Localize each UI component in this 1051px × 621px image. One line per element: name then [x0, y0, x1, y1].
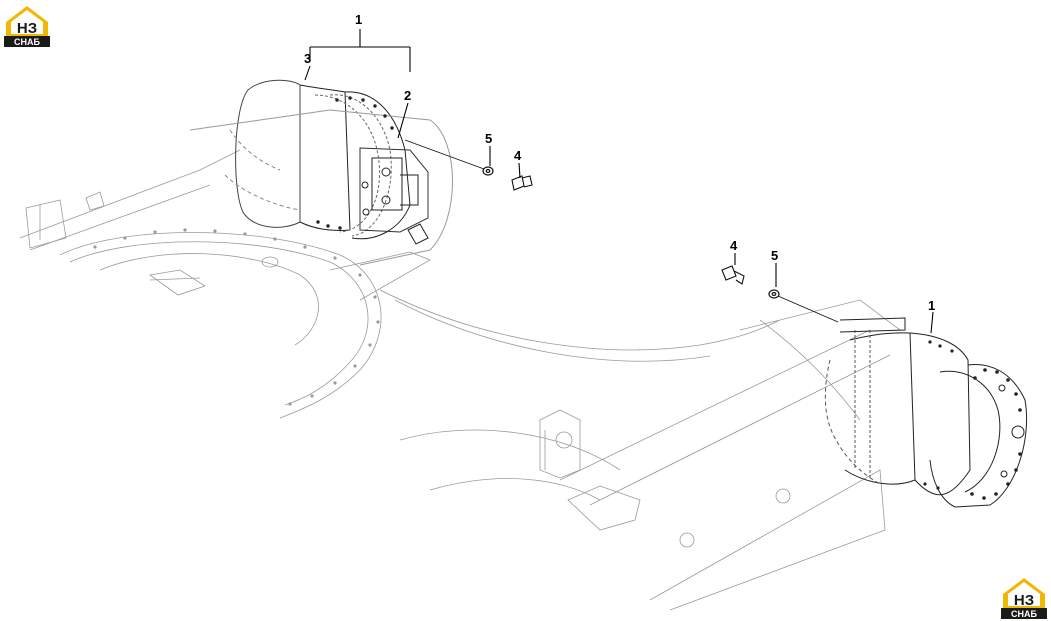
callout-top-1: 1	[355, 12, 362, 27]
house-logo-icon: НЗ СНАБ	[1001, 578, 1047, 619]
upper-travel-motor	[189, 79, 453, 266]
upper-leader-axis	[404, 139, 485, 170]
lower-motor-bolt-circle	[923, 340, 1022, 500]
house-logo-icon: НЗ СНАБ	[4, 6, 50, 47]
callout-top-3: 3	[304, 51, 311, 66]
callout-top-5: 5	[485, 131, 492, 146]
lower-leader-axis	[777, 295, 839, 323]
callout-leaders	[304, 29, 934, 334]
lower-travel-motor	[824, 317, 1028, 508]
callout-top-2: 2	[404, 88, 411, 103]
logo-word: СНАБ	[14, 37, 40, 47]
callout-right-1: 1	[928, 298, 935, 313]
logo-word: СНАБ	[1011, 609, 1037, 619]
ring-bolt-holes	[93, 228, 380, 406]
callout-right-4: 4	[730, 238, 738, 253]
undercarriage-frame	[19, 149, 901, 611]
upper-washer	[482, 166, 494, 176]
logo-letters: НЗ	[17, 20, 37, 37]
lower-bolt	[721, 265, 745, 285]
callout-top-4: 4	[514, 148, 522, 163]
lower-washer	[768, 289, 780, 299]
logo-letters: НЗ	[1014, 592, 1034, 609]
callout-right-5: 5	[771, 248, 778, 263]
brand-logo-bottom: НЗ СНАБ	[999, 574, 1049, 620]
brand-logo-top: НЗ СНАБ	[2, 2, 52, 48]
upper-motor-bolt-circle	[316, 96, 394, 230]
upper-bolt	[511, 175, 533, 191]
